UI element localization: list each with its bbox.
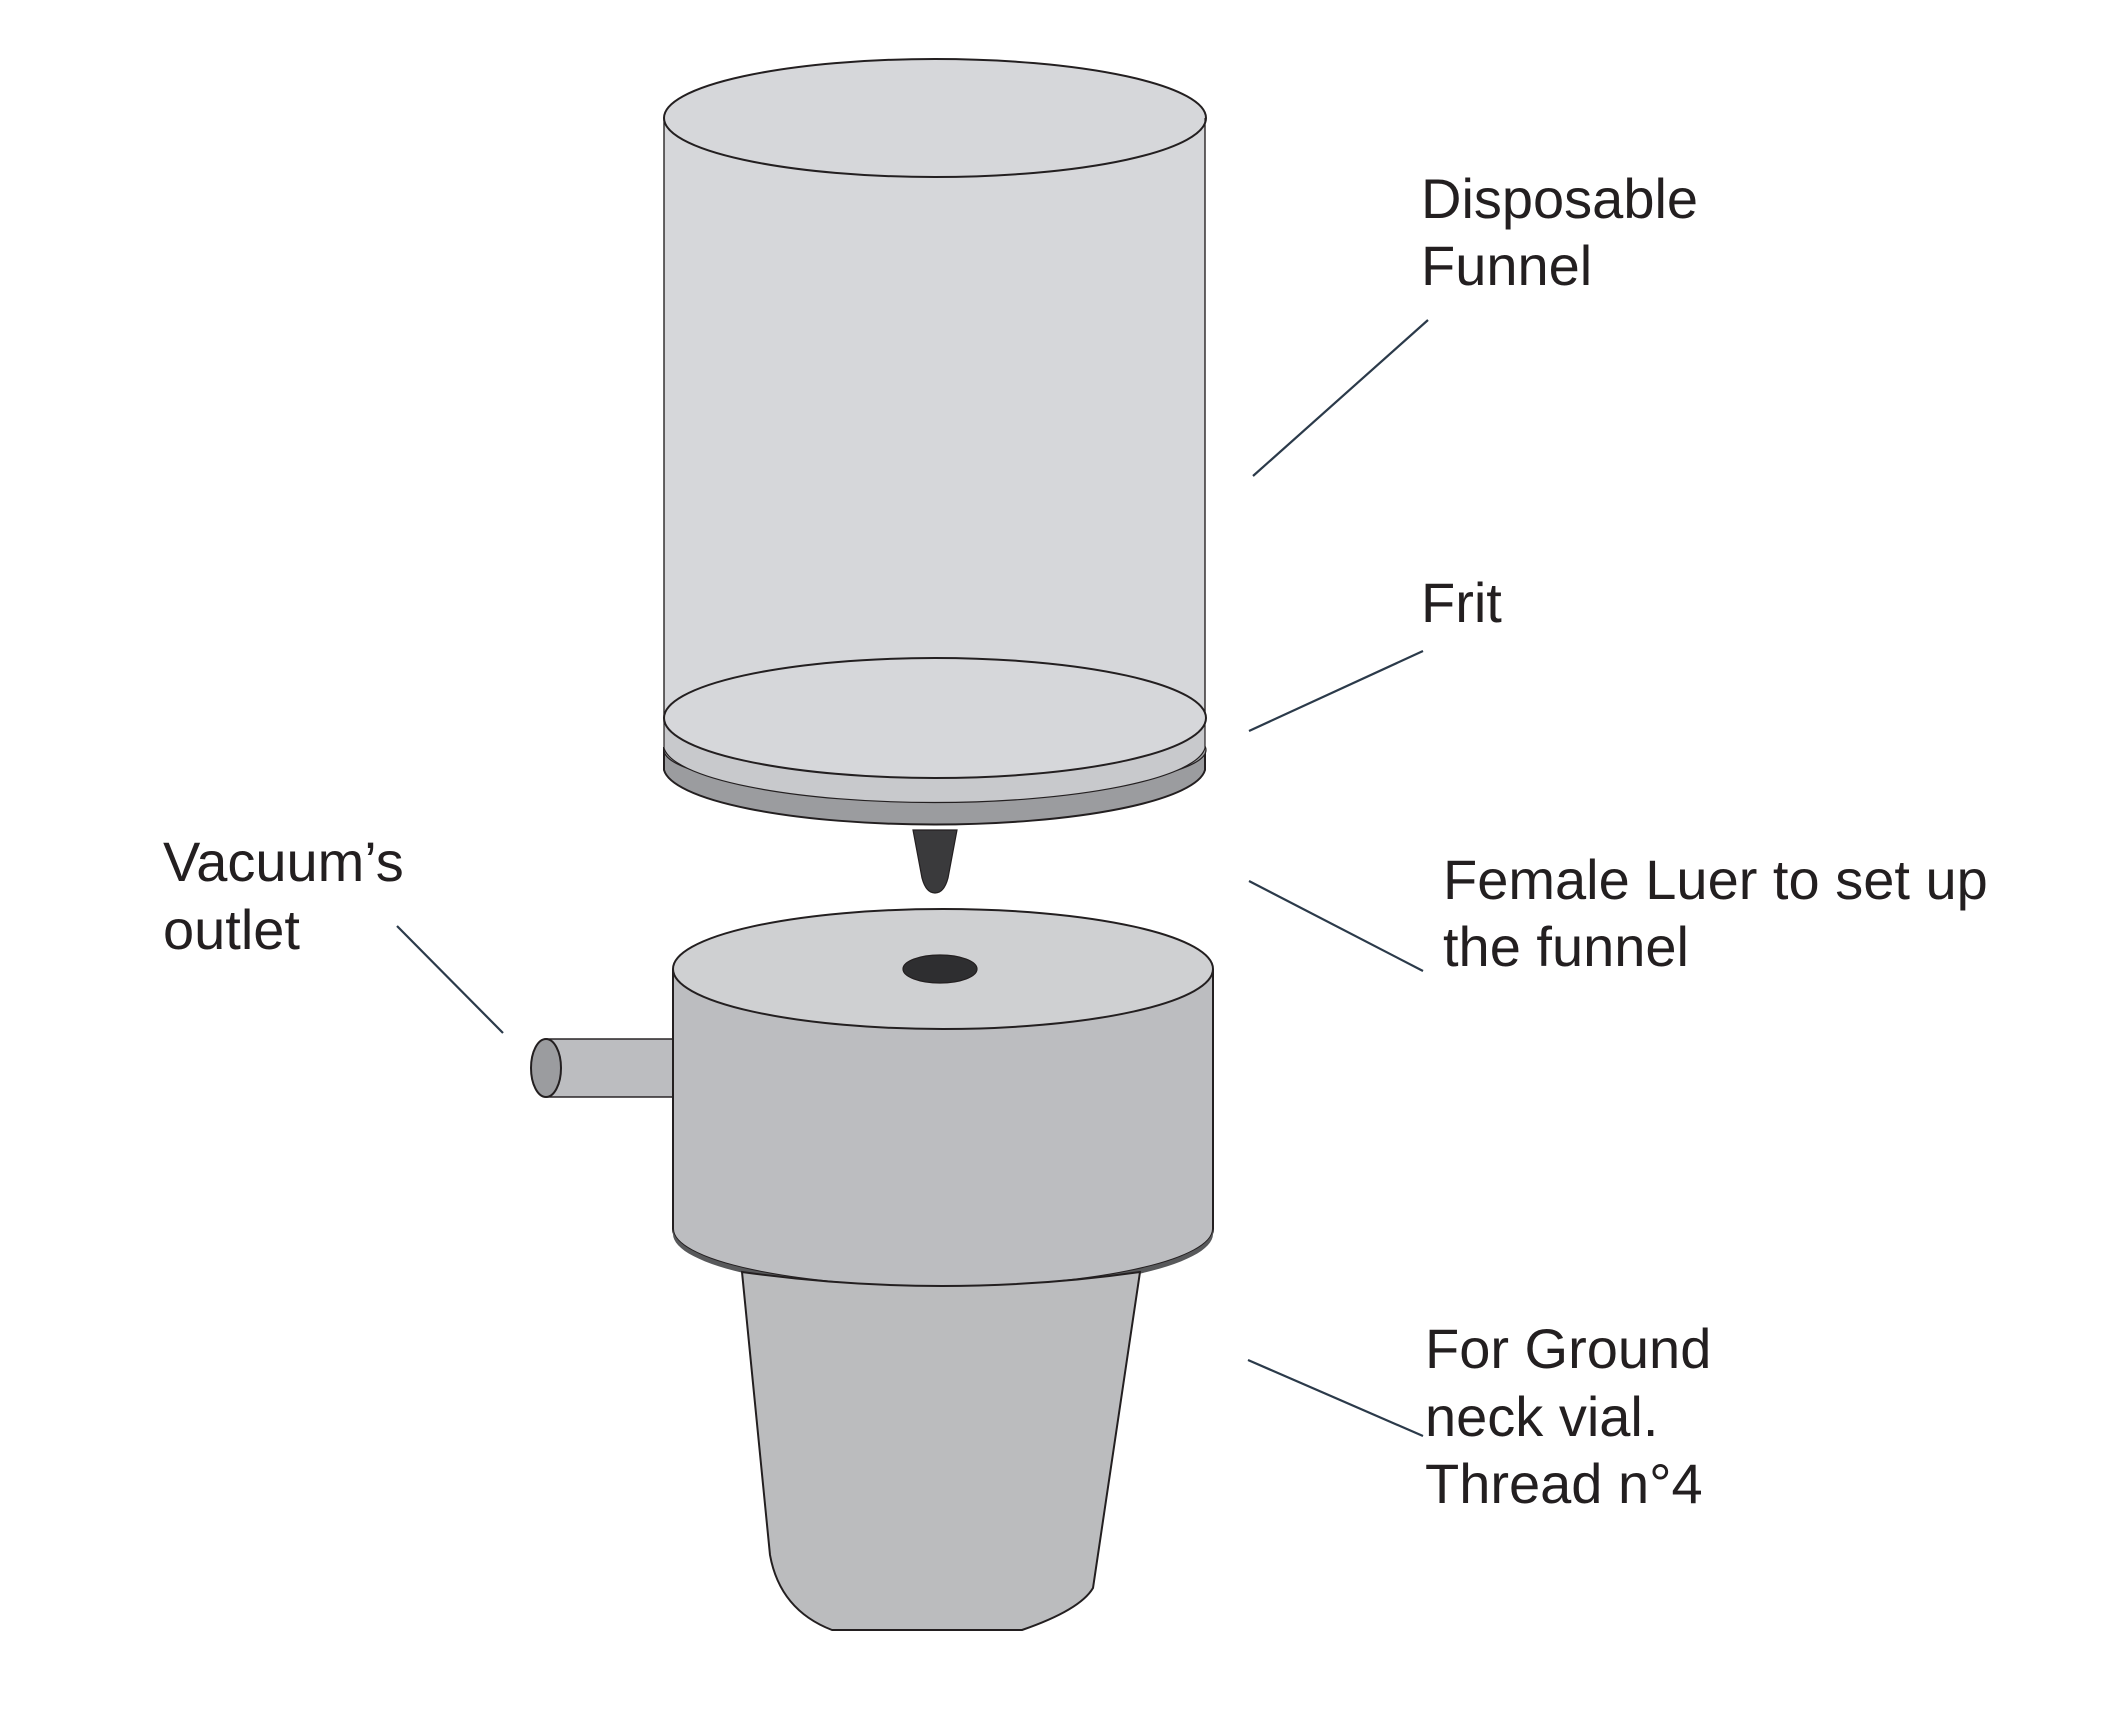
funnel-leader xyxy=(1252,319,1429,477)
label-luer-line2: the funnel xyxy=(1443,915,1689,978)
label-frit: Frit xyxy=(1421,571,1502,634)
label-funnel-line2: Funnel xyxy=(1421,234,1592,297)
label-funnel-line1: Disposable xyxy=(1421,167,1698,230)
vial-leader xyxy=(1247,1358,1424,1438)
luer-port-hole xyxy=(902,954,978,984)
frit-disc xyxy=(663,657,1207,779)
label-vial-line1: For Ground xyxy=(1425,1317,1711,1380)
vacuum-leader xyxy=(396,925,504,1034)
label-vial: For Ground neck vial. Thread n°4 xyxy=(1425,1317,1711,1515)
luer-leader xyxy=(1248,880,1424,972)
luer-tip xyxy=(912,829,958,894)
label-vacuum-line1: Vacuum’s xyxy=(163,830,404,893)
label-frit-line1: Frit xyxy=(1421,571,1502,634)
label-luer-line1: Female Luer to set up xyxy=(1443,848,1988,911)
frit-leader xyxy=(1248,650,1424,732)
vial-adapter xyxy=(740,1270,1142,1631)
leader-lines xyxy=(396,319,1429,1438)
label-luer: Female Luer to set up the funnel xyxy=(1443,848,1988,978)
label-vial-line2: neck vial. xyxy=(1425,1385,1658,1448)
label-funnel: Disposable Funnel xyxy=(1421,167,1698,297)
vacuum-outlet-tube xyxy=(530,1038,691,1098)
outlet-opening xyxy=(530,1038,562,1098)
label-vacuum-line2: outlet xyxy=(163,898,300,961)
frit-assembly xyxy=(663,657,1207,826)
label-vacuum: Vacuum’s outlet xyxy=(163,830,404,961)
filter-holder xyxy=(672,908,1214,1292)
disposable-funnel xyxy=(663,58,1207,723)
label-vial-line3: Thread n°4 xyxy=(1425,1452,1703,1515)
